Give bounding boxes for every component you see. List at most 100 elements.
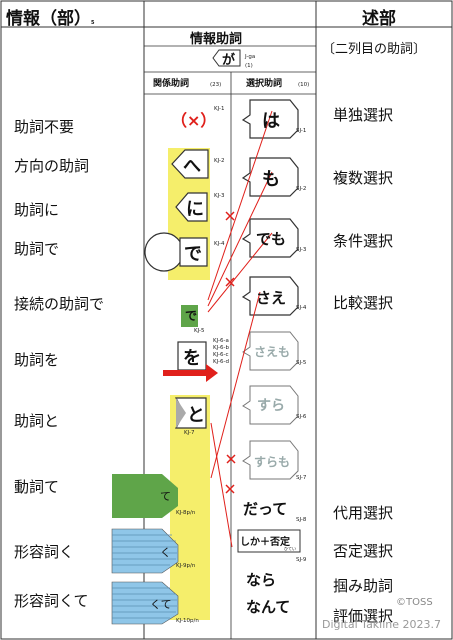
relation-particle-count: (23) bbox=[210, 82, 222, 88]
kj-te-char: て bbox=[160, 490, 171, 503]
left-label-adj-kute: 形容詞くて bbox=[14, 592, 89, 610]
ga-char: が bbox=[222, 53, 236, 68]
copyright: ©TOSS bbox=[396, 597, 433, 608]
kj-code-10: KJ-10p/n bbox=[176, 618, 199, 624]
de-small-shape bbox=[181, 305, 198, 327]
left-label-ni: 助詞に bbox=[14, 201, 60, 219]
kj-de-char: で bbox=[184, 244, 202, 265]
info-subscript: 5 bbox=[91, 20, 95, 26]
selection-particle-count: (10) bbox=[298, 82, 310, 88]
ga-num: (1) bbox=[245, 63, 253, 69]
sj-hitei-sub: ひてい bbox=[284, 546, 296, 551]
right-label-substitute: 代用選択 bbox=[333, 504, 394, 522]
footer-version: Digital Takline 2023.7 bbox=[322, 618, 442, 631]
red-arrow-head bbox=[206, 364, 218, 382]
kj-de-small-char: で bbox=[185, 309, 198, 323]
left-label-verb-te: 動詞て bbox=[14, 478, 60, 496]
ga-code: J-ga bbox=[245, 54, 256, 60]
predicate-header: 述部 bbox=[362, 9, 396, 29]
sj-code-5: SJ-5 bbox=[296, 360, 307, 366]
sj-datte-char: だって bbox=[243, 500, 288, 518]
red-connector-lines bbox=[207, 110, 273, 548]
relation-particle-label: 関係助詞 bbox=[153, 79, 190, 89]
kj-to-char: と bbox=[187, 405, 205, 426]
left-label-to: 助詞と bbox=[14, 412, 60, 430]
de-circle bbox=[144, 232, 184, 272]
left-label-adj-ku: 形容詞く bbox=[14, 543, 75, 561]
sj-shika-char: しか＋否定 bbox=[240, 537, 290, 548]
ku-blue-shape bbox=[111, 528, 179, 574]
sj-code-9: SJ-9 bbox=[296, 557, 307, 563]
ga-tag-shape bbox=[212, 49, 241, 67]
kj-code-6b: KJ-6-b bbox=[213, 345, 229, 351]
sj-code-1: SJ-1 bbox=[296, 128, 307, 134]
right-label-compare: 比較選択 bbox=[333, 294, 394, 312]
kj-wo-char: を bbox=[183, 348, 201, 369]
left-label-direction: 方向の助詞 bbox=[14, 157, 90, 175]
sj-suramo-char: すらも bbox=[254, 455, 291, 469]
te-green-shape bbox=[112, 474, 178, 518]
he-shape bbox=[171, 149, 209, 179]
kj-he-char: へ bbox=[183, 156, 201, 177]
kj-ni-char: に bbox=[186, 199, 204, 220]
sj-wa-char: は bbox=[262, 111, 280, 132]
to-grey-triangle bbox=[176, 398, 186, 428]
kj-code-8: KJ-8p/n bbox=[176, 510, 196, 516]
ku-stripes bbox=[112, 534, 177, 566]
sj-mo-char: も bbox=[262, 169, 280, 190]
info-particle-header: 情報助詞 bbox=[190, 32, 243, 47]
kj-code-1: KJ-1 bbox=[214, 106, 225, 112]
shika-box bbox=[237, 529, 301, 553]
right-label-multiple: 複数選択 bbox=[333, 169, 394, 187]
left-label-wo: 助詞を bbox=[14, 351, 60, 369]
kj-kute-char: くて bbox=[150, 598, 172, 611]
sj-code-7: SJ-7 bbox=[296, 475, 307, 481]
yellow-bar-lower bbox=[170, 395, 210, 620]
left-label-none: 助詞不要 bbox=[14, 118, 75, 136]
sj-nante-char: なんて bbox=[246, 598, 291, 616]
left-label-de: 助詞で bbox=[14, 240, 60, 258]
sj-sae-char: さえ bbox=[256, 289, 287, 307]
de-box bbox=[179, 237, 208, 267]
kute-stripes bbox=[112, 587, 177, 619]
sj-saemo-char: さえも bbox=[254, 345, 291, 359]
sj-nara-char: なら bbox=[246, 571, 277, 589]
info-header: 情報（部）5 bbox=[6, 4, 94, 29]
info-title: 情報（部） bbox=[6, 9, 91, 29]
right-label-condition: 条件選択 bbox=[333, 232, 394, 250]
sj-sura-char: すら bbox=[257, 398, 285, 414]
sj-code-4: SJ-4 bbox=[296, 305, 307, 311]
kj-code-4: KJ-4 bbox=[214, 241, 225, 247]
kj-code-7: KJ-7 bbox=[184, 430, 195, 436]
kj-ku-char: く bbox=[160, 546, 171, 559]
kj-code-3: KJ-3 bbox=[214, 193, 225, 199]
sj-shapes bbox=[241, 99, 299, 316]
red-arrow-shaft bbox=[163, 370, 208, 376]
sj-grey-shapes bbox=[242, 331, 299, 480]
left-label-conj-de: 接続の助詞で bbox=[14, 295, 105, 313]
right-label-single: 単独選択 bbox=[333, 106, 394, 124]
sj-demo-char: でも bbox=[256, 230, 287, 248]
selection-particle-label: 選択助詞 bbox=[246, 79, 283, 89]
kj-code-6c: KJ-6-c bbox=[213, 352, 229, 358]
right-label-grab: 掴み助詞 bbox=[333, 577, 394, 595]
kj-code-5: KJ-5 bbox=[194, 328, 205, 334]
right-label-evaluate: 評価選択 bbox=[333, 607, 394, 625]
kute-blue-shape bbox=[111, 581, 179, 625]
second-row-label: 〔二列目の助詞〕 bbox=[322, 42, 427, 57]
wo-box bbox=[177, 341, 207, 371]
sj-code-3: SJ-3 bbox=[296, 247, 307, 253]
sj-code-8: SJ-8 bbox=[296, 517, 307, 523]
sj-code-6: SJ-6 bbox=[296, 414, 307, 420]
ni-shape bbox=[175, 192, 208, 222]
kj-code-9: KJ-9p/n bbox=[176, 563, 196, 569]
kj-code-2: KJ-2 bbox=[214, 158, 225, 164]
kj-code-6d: KJ-6-d bbox=[213, 359, 229, 365]
kj-code-6a: KJ-6-a bbox=[213, 338, 229, 344]
red-x-marks bbox=[225, 211, 236, 494]
kj-none-mark: （×） bbox=[171, 111, 217, 130]
right-label-negation: 否定選択 bbox=[333, 542, 394, 560]
sj-code-2: SJ-2 bbox=[296, 186, 307, 192]
